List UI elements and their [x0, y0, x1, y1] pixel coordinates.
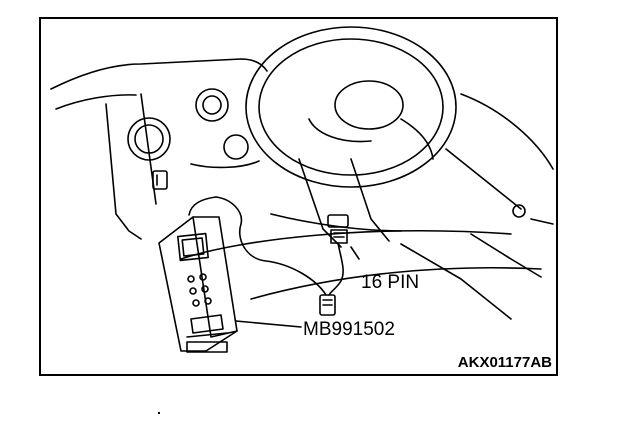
tester-screen	[177, 232, 209, 262]
diagnostic-connector-plug	[330, 229, 348, 244]
air-vent-left-inner	[134, 124, 164, 154]
adapter-connector-ridges	[322, 299, 333, 306]
dashboard-right-edge	[445, 148, 522, 210]
tester-body	[158, 216, 238, 352]
pedal-box-edge-right	[470, 233, 542, 278]
gauge-lower	[223, 134, 249, 160]
figure-frame: 16 PIN MB991502 AKX01177AB	[39, 17, 558, 376]
cluster-lower-contour	[190, 160, 260, 169]
tester-base-line	[186, 332, 228, 338]
lower-dash-trim	[270, 213, 402, 232]
dash-trim-right	[530, 218, 554, 225]
tester-button	[199, 273, 207, 281]
dashboard-panel-left-edge	[105, 103, 142, 240]
steering-spoke-right	[400, 118, 434, 160]
steering-column-right	[350, 158, 390, 242]
dashboard-ridge-line	[55, 94, 137, 110]
leader-line-tool	[235, 320, 302, 328]
dash-switch	[152, 170, 168, 190]
gauge-left-inner	[202, 95, 222, 115]
tester-cable	[215, 196, 327, 296]
tester-button	[204, 297, 212, 305]
steering-hub	[334, 80, 404, 130]
gauge-left	[195, 88, 229, 122]
tester-button	[192, 299, 200, 307]
diagnostic-connector-socket	[327, 214, 349, 228]
adapter-connector	[319, 294, 336, 316]
steering-wheel-inner	[258, 38, 444, 176]
leader-line-connector	[350, 246, 360, 260]
tester-button	[201, 285, 209, 293]
hand-held-tester	[158, 216, 238, 353]
tool-label: MB991502	[303, 319, 395, 340]
tester-cable-top	[188, 196, 217, 216]
connector-ridges	[333, 232, 345, 238]
tester-base-panel	[190, 314, 224, 334]
connector-cable	[328, 242, 344, 296]
tester-side-edge	[192, 216, 238, 338]
steering-wheel-outer	[245, 26, 457, 188]
figure-id: AKX01177AB	[457, 354, 552, 371]
dashboard-right-contour	[460, 93, 554, 170]
tester-button	[189, 287, 197, 295]
dashboard-illustration	[50, 26, 554, 353]
tester-screen-inner	[181, 237, 205, 257]
dashboard-top-line	[50, 58, 268, 90]
steering-spoke	[308, 118, 372, 143]
connector-label: 16 PIN	[361, 272, 420, 293]
air-vent-left-outer	[127, 117, 171, 161]
steering-column-left	[298, 158, 342, 248]
scan-speck	[158, 412, 160, 414]
floor-line-lower	[250, 266, 542, 300]
tester-bottom-plug	[186, 341, 228, 353]
dash-knob-right	[512, 204, 526, 218]
tester-button	[187, 275, 195, 283]
pedal-box-edge	[400, 243, 512, 320]
floor-line-upper	[180, 230, 512, 260]
